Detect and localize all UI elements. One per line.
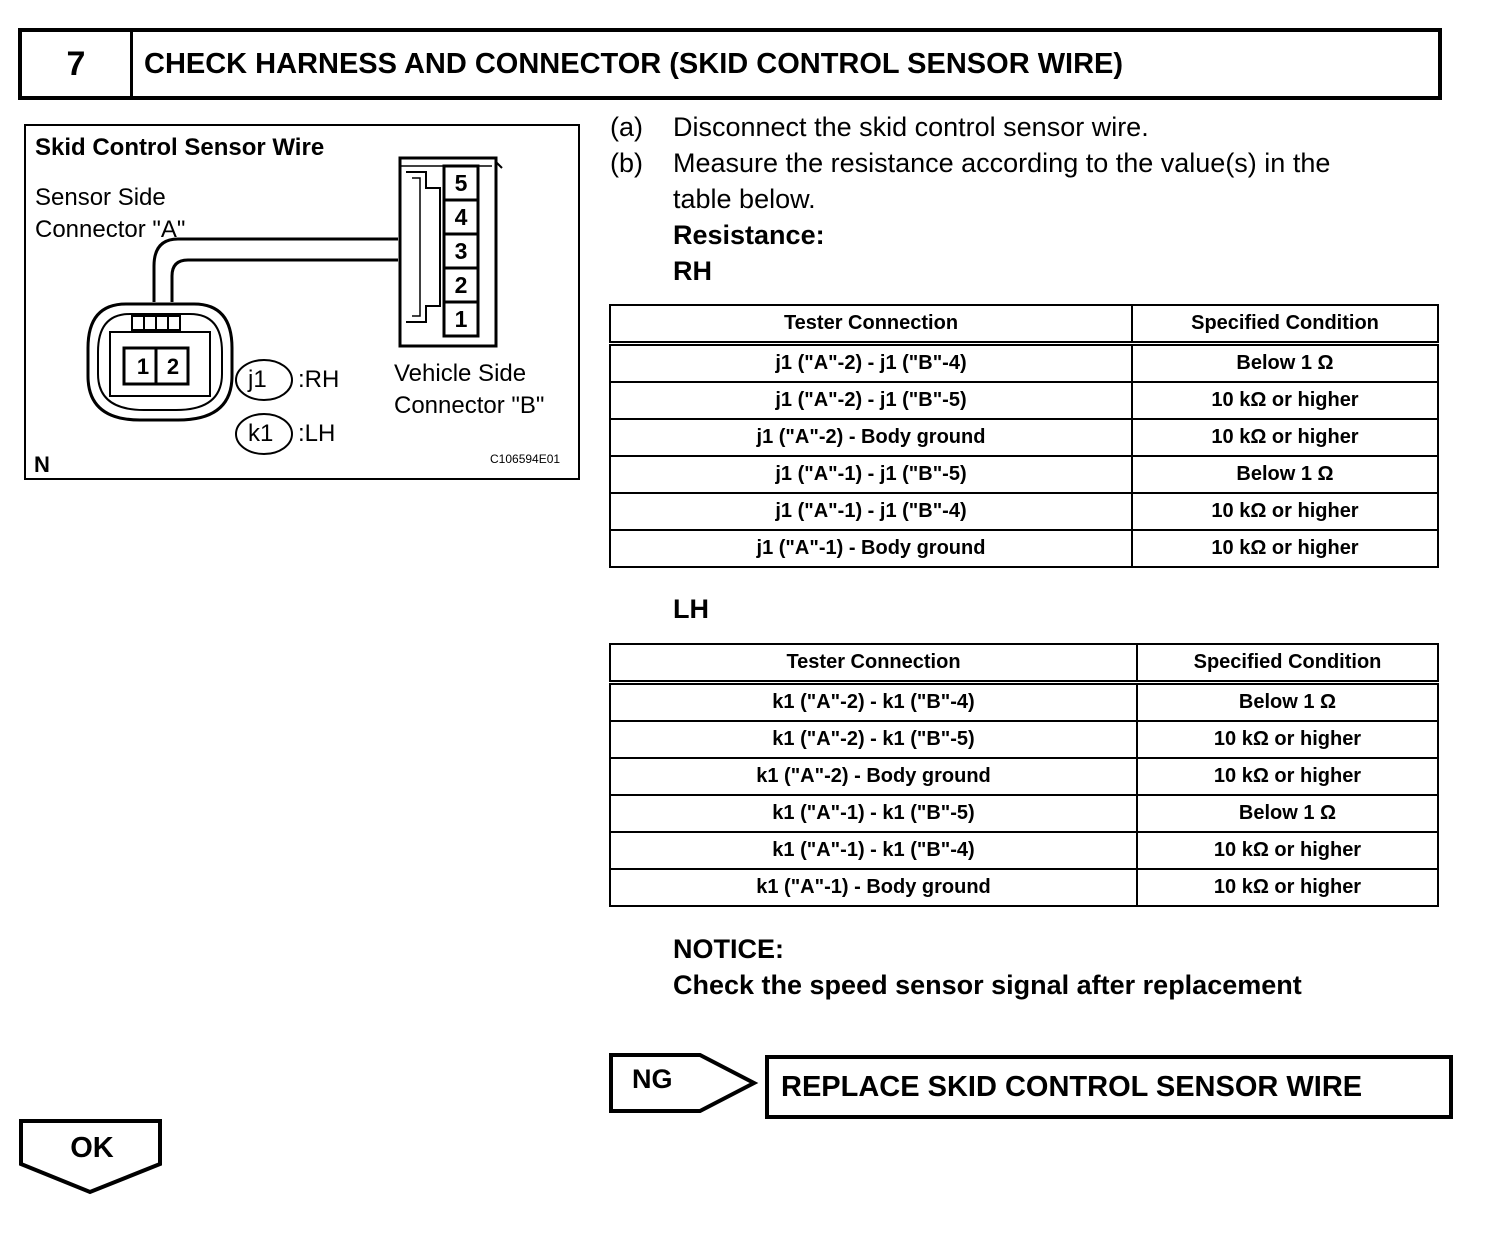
ng-arrow-shape bbox=[609, 1053, 759, 1113]
instruction-b-text: Measure the resistance according to the … bbox=[673, 148, 1331, 178]
specified-condition-cell: Below 1 Ω bbox=[1131, 342, 1439, 383]
connector-b-pin-5: 5 bbox=[454, 170, 468, 196]
connector-diagram-drawing bbox=[86, 156, 503, 455]
figure-id: C106594E01 bbox=[490, 452, 561, 466]
lh-resistance-table: Tester Connection Specified Condition k1… bbox=[609, 643, 1439, 907]
specified-condition-cell: 10 kΩ or higher bbox=[1136, 868, 1439, 907]
table-header-row: Tester Connection Specified Condition bbox=[609, 304, 1439, 346]
specified-condition-cell: Below 1 Ω bbox=[1136, 681, 1439, 722]
table-row: k1 ("A"-1) - k1 ("B"-5)Below 1 Ω bbox=[609, 794, 1439, 833]
resistance-heading: Resistance: bbox=[673, 220, 825, 250]
specified-condition-cell: 10 kΩ or higher bbox=[1136, 831, 1439, 870]
connector-a-pin-2: 2 bbox=[166, 354, 180, 379]
connector-b-pin-2: 2 bbox=[454, 272, 468, 298]
table-row: k1 ("A"-2) - k1 ("B"-4)Below 1 Ω bbox=[609, 681, 1439, 722]
column-header-tester-connection: Tester Connection bbox=[609, 304, 1133, 346]
connector-a-shape bbox=[86, 302, 234, 422]
instruction-a-letter: (a) bbox=[610, 112, 643, 142]
connector-b-pin-1: 1 bbox=[454, 306, 468, 332]
instruction-a-text: Disconnect the skid control sensor wire. bbox=[673, 112, 1149, 142]
specified-condition-cell: 10 kΩ or higher bbox=[1136, 720, 1439, 759]
figure-title: Skid Control Sensor Wire bbox=[35, 134, 325, 161]
step-number: 7 bbox=[22, 32, 133, 96]
specified-condition-cell: 10 kΩ or higher bbox=[1131, 418, 1439, 457]
tester-connection-cell: j1 ("A"-1) - Body ground bbox=[609, 529, 1133, 568]
figure-corner-label: N bbox=[34, 452, 50, 477]
table-row: j1 ("A"-1) - j1 ("B"-4)10 kΩ or higher bbox=[609, 492, 1439, 531]
notice-label: NOTICE: bbox=[673, 934, 784, 964]
vehicle-side-label: Vehicle Side bbox=[394, 360, 527, 387]
table-row: j1 ("A"-2) - j1 ("B"-5)10 kΩ or higher bbox=[609, 381, 1439, 420]
legend-k1-oval bbox=[235, 413, 293, 455]
specified-condition-cell: 10 kΩ or higher bbox=[1131, 529, 1439, 568]
table-header-row: Tester Connection Specified Condition bbox=[609, 643, 1439, 685]
ok-label: OK bbox=[70, 1132, 114, 1164]
legend-j1-oval bbox=[235, 359, 293, 401]
tester-connection-cell: k1 ("A"-2) - k1 ("B"-5) bbox=[609, 720, 1138, 759]
sensor-side-connector-label: Connector "A" bbox=[35, 216, 186, 243]
step-title: CHECK HARNESS AND CONNECTOR (SKID CONTRO… bbox=[144, 48, 1124, 80]
tester-connection-cell: k1 ("A"-2) - k1 ("B"-4) bbox=[609, 681, 1138, 722]
tester-connection-cell: j1 ("A"-2) - Body ground bbox=[609, 418, 1133, 457]
legend-j1-side: :RH bbox=[298, 366, 340, 393]
specified-condition-cell: 10 kΩ or higher bbox=[1131, 492, 1439, 531]
column-header-specified-condition: Specified Condition bbox=[1136, 643, 1439, 685]
legend-k1-code: k1 bbox=[248, 420, 274, 447]
rh-resistance-table: Tester Connection Specified Condition j1… bbox=[609, 304, 1439, 568]
table-row: j1 ("A"-2) - j1 ("B"-4)Below 1 Ω bbox=[609, 342, 1439, 383]
lh-heading: LH bbox=[673, 594, 709, 624]
tester-connection-cell: j1 ("A"-1) - j1 ("B"-5) bbox=[609, 455, 1133, 494]
table-row: k1 ("A"-1) - k1 ("B"-4)10 kΩ or higher bbox=[609, 831, 1439, 870]
specified-condition-cell: 10 kΩ or higher bbox=[1136, 757, 1439, 796]
rh-heading: RH bbox=[673, 256, 712, 286]
sensor-side-label: Sensor Side bbox=[35, 184, 166, 211]
tester-connection-cell: k1 ("A"-1) - Body ground bbox=[609, 868, 1138, 907]
step-header: 7 CHECK HARNESS AND CONNECTOR (SKID CONT… bbox=[18, 28, 1442, 100]
connector-b-pin-4: 4 bbox=[454, 204, 468, 230]
legend-j1-code: j1 bbox=[248, 366, 267, 393]
ok-arrow-shape bbox=[19, 1119, 162, 1195]
specified-condition-cell: 10 kΩ or higher bbox=[1131, 381, 1439, 420]
table-row: k1 ("A"-2) - k1 ("B"-5)10 kΩ or higher bbox=[609, 720, 1439, 759]
ng-action-text: REPLACE SKID CONTROL SENSOR WIRE bbox=[781, 1071, 1363, 1103]
column-header-tester-connection: Tester Connection bbox=[609, 643, 1138, 685]
tester-connection-cell: k1 ("A"-1) - k1 ("B"-5) bbox=[609, 794, 1138, 833]
instruction-b-letter: (b) bbox=[610, 148, 643, 178]
legend-k1-side: :LH bbox=[298, 420, 336, 447]
tester-connection-cell: j1 ("A"-1) - j1 ("B"-4) bbox=[609, 492, 1133, 531]
vehicle-side-connector-label: Connector "B" bbox=[394, 392, 545, 419]
specified-condition-cell: Below 1 Ω bbox=[1131, 455, 1439, 494]
tester-connection-cell: k1 ("A"-1) - k1 ("B"-4) bbox=[609, 831, 1138, 870]
specified-condition-cell: Below 1 Ω bbox=[1136, 794, 1439, 833]
connector-a-pin-1: 1 bbox=[136, 354, 150, 379]
ng-label: NG bbox=[632, 1064, 673, 1094]
connector-diagram: Skid Control Sensor Wire Sensor Side Con… bbox=[24, 124, 580, 480]
table-row: j1 ("A"-1) - j1 ("B"-5)Below 1 Ω bbox=[609, 455, 1439, 494]
tester-connection-cell: k1 ("A"-2) - Body ground bbox=[609, 757, 1138, 796]
connector-b-pin-3: 3 bbox=[454, 238, 468, 264]
tester-connection-cell: j1 ("A"-2) - j1 ("B"-4) bbox=[609, 342, 1133, 383]
instruction-b-text-continued: table below. bbox=[673, 184, 816, 214]
column-header-specified-condition: Specified Condition bbox=[1131, 304, 1439, 346]
ng-action-box: REPLACE SKID CONTROL SENSOR WIRE bbox=[765, 1055, 1453, 1119]
connector-b-shape bbox=[398, 156, 503, 348]
notice-text: Check the speed sensor signal after repl… bbox=[673, 970, 1302, 1000]
tester-connection-cell: j1 ("A"-2) - j1 ("B"-5) bbox=[609, 381, 1133, 420]
